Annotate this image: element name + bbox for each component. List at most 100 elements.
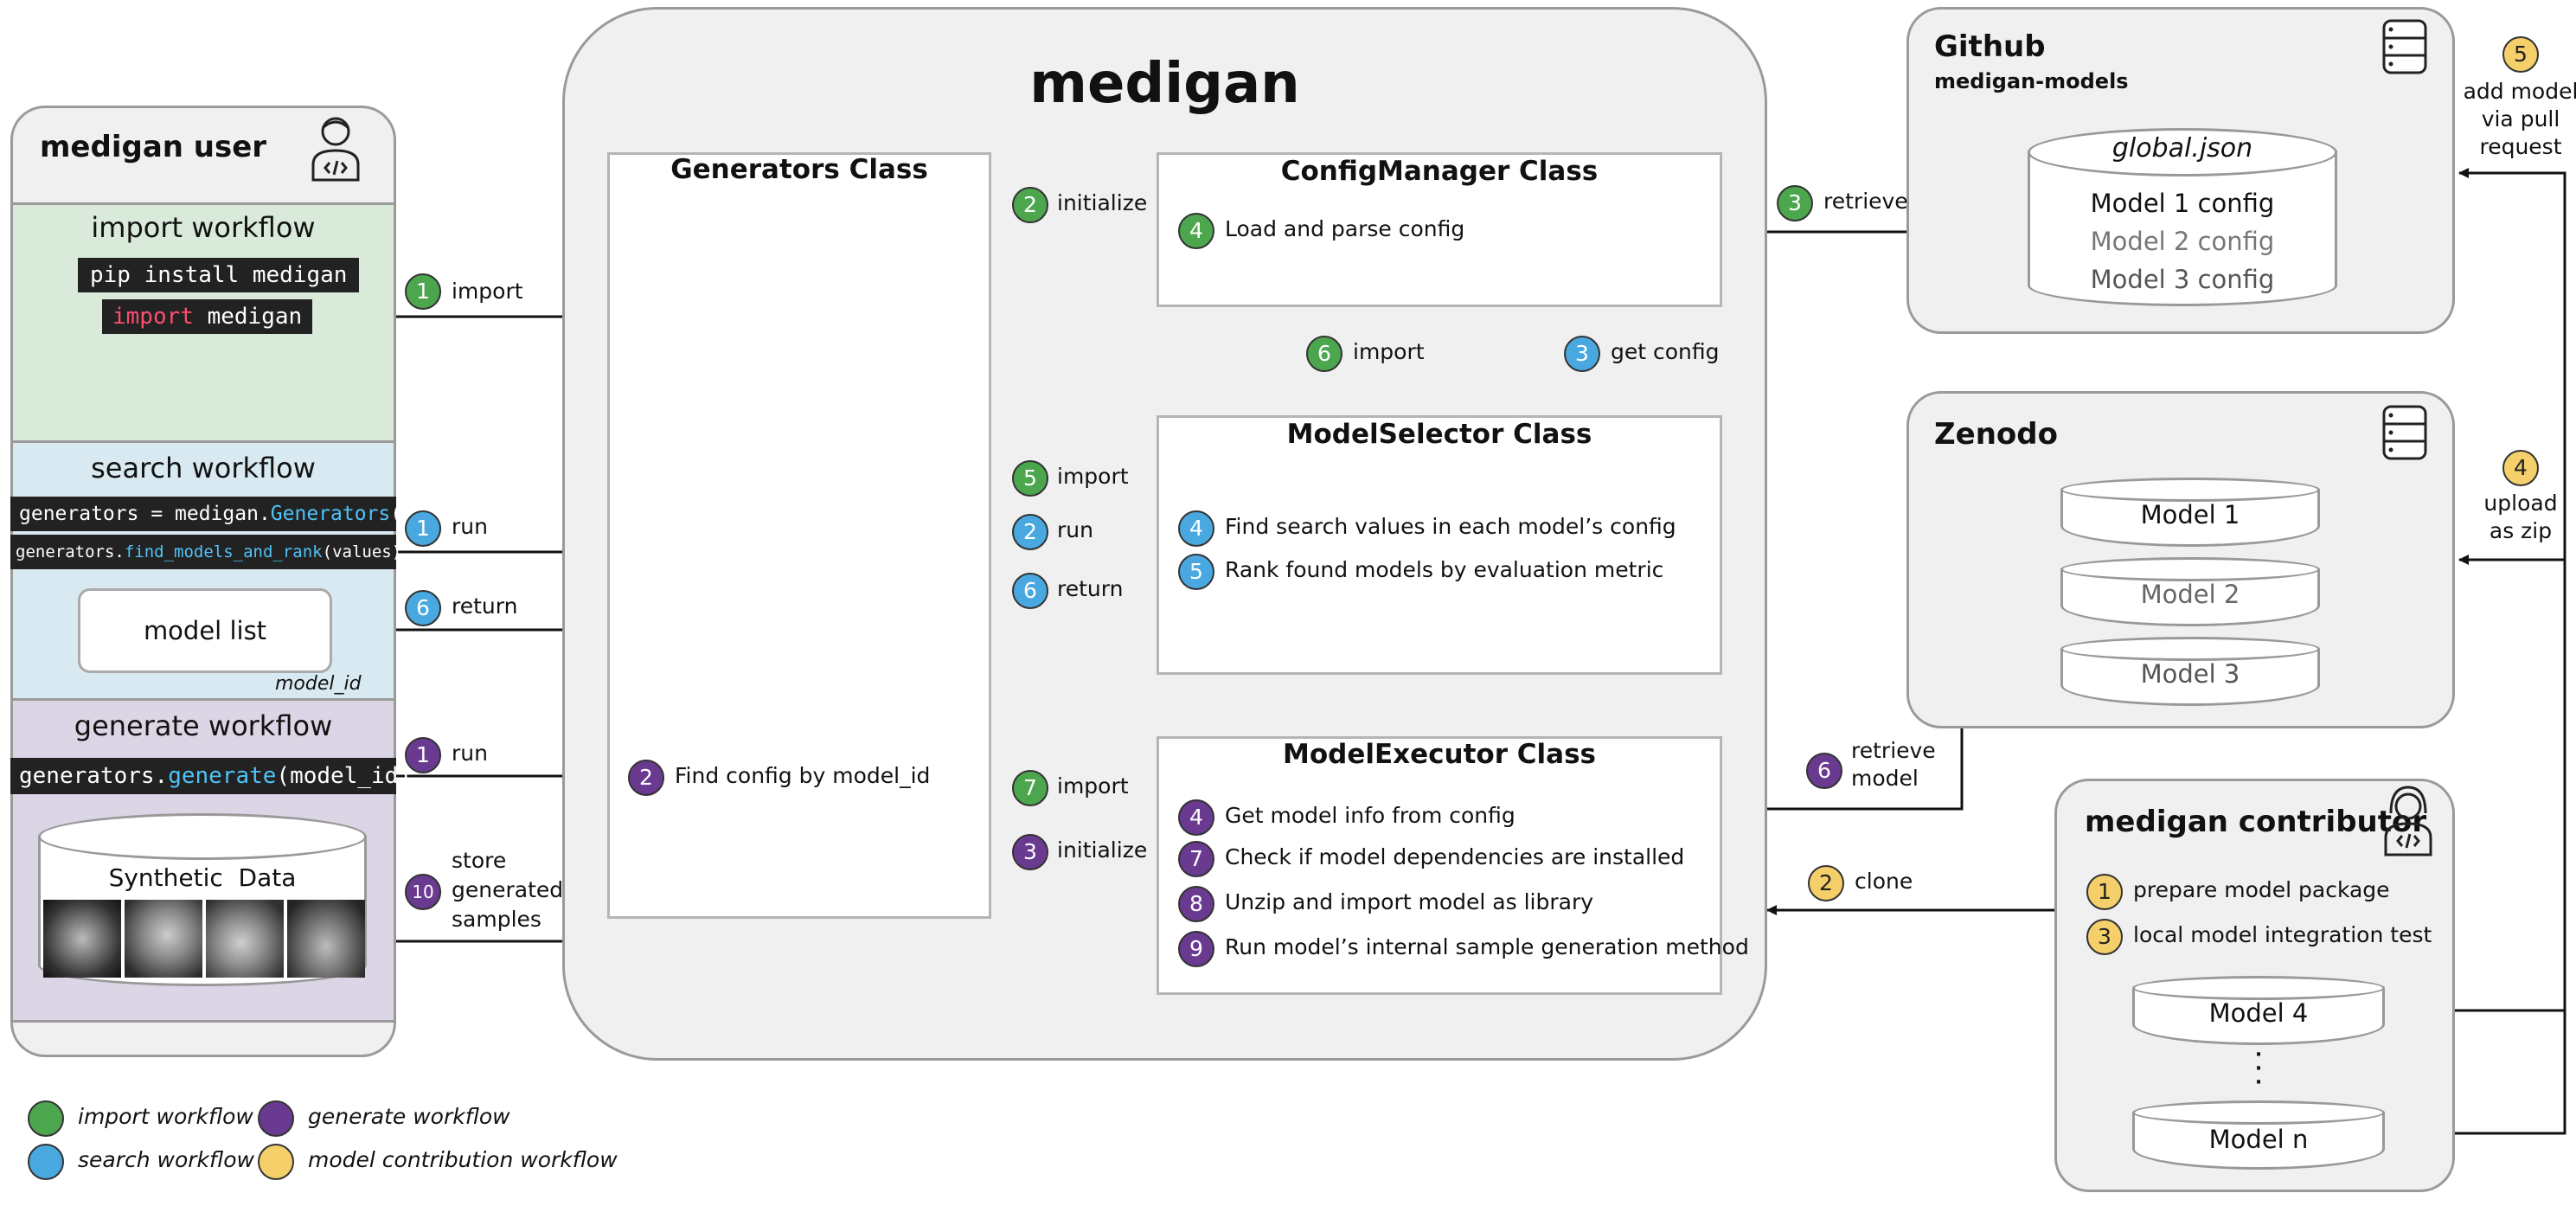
arrow-return-list-badge: 6 [405,590,441,626]
legend-generate-swatch [258,1100,294,1137]
arrow-initialize-executor-badge: 3 [1012,834,1048,870]
arrow-import-executor-label: import [1057,773,1129,799]
arrow-run-selector-badge: 2 [1012,514,1048,550]
arrow-retrieve-config-badge: 3 [1777,185,1813,221]
contributor-model-top [2132,976,2385,1045]
model-selector-box [1157,415,1722,675]
import-workflow-title: import workflow [91,211,316,244]
model-executor-box [1157,736,1722,995]
generate-workflow-title: generate workflow [74,709,333,742]
github-subtitle: medigan-models [1934,69,2129,93]
arrow-get-config-label: get config [1611,339,1720,364]
arrow-return-selector-badge: 6 [1012,573,1048,609]
model-selector-step-badge-1: 4 [1178,510,1214,547]
arrow-upload-zip-badge: 4 [2502,450,2539,486]
synthetic-sample-4 [287,900,365,978]
arrow-up-import-badge: 6 [1306,336,1342,372]
github-config-3: Model 3 config [2090,265,2275,294]
arrow-run-generate-badge: 1 [405,737,441,773]
arrow-import-label: import [452,279,523,304]
main-title: medigan [1029,52,1300,116]
legend-generate-label: generate workflow [308,1104,510,1129]
code-pip-install: pip install medigan [78,258,360,292]
arrow-run-search-badge: 1 [405,510,441,547]
zenodo-model-1-label: Model 1 [2140,500,2240,529]
arrow-initialize-executor-label: initialize [1057,837,1148,863]
arrow-up-import-label: import [1353,339,1425,364]
github-config-2: Model 2 config [2090,227,2275,256]
legend-contribution-swatch [258,1144,294,1180]
zenodo-model-3-label: Model 3 [2140,659,2240,689]
model-list-box[interactable] [78,588,332,673]
legend-search-swatch [28,1144,64,1180]
github-title: Github [1934,29,2046,64]
model-executor-step-text-3: Unzip and import model as library [1225,889,1594,914]
arrow-store-badge: 10 [405,874,441,910]
code-find-models: generators.find_models_and_rank(values) [10,535,401,569]
synthetic-sample-1 [43,900,121,978]
database-icon [2382,405,2427,460]
arrow-pull-request [2383,168,2566,1135]
config-manager-step-badge: 4 [1178,213,1214,249]
contributor-model-bottom-label: Model n [2208,1125,2309,1154]
arrow-retrieve-config-label: retrieve [1823,189,1908,214]
legend-import-label: import workflow [78,1104,253,1129]
code-import-medigan: import medigan [102,299,313,334]
arrow-return-list-label: return [452,593,518,619]
model-selector-title: ModelSelector Class [1286,419,1592,450]
contributor-model-top-label: Model 4 [2208,998,2309,1028]
model-executor-step-badge-2: 7 [1178,841,1214,877]
model-list-label: model list [143,616,267,645]
zenodo-title: Zenodo [1934,417,2058,452]
global-json-label: global.json [2111,133,2253,164]
synthetic-sample-2 [125,900,202,978]
model-executor-step-badge-3: 8 [1178,886,1214,922]
arrow-run-search-label: run [452,514,488,539]
legend-contribution-label: model contribution workflow [308,1147,618,1172]
model-selector-step-badge-2: 5 [1178,554,1214,590]
code-generate: generators.generate(model_id) [10,758,412,794]
search-workflow-title: search workflow [91,452,316,484]
github-config-1: Model 1 config [2090,189,2275,218]
arrow-initialize-config-label: initialize [1057,190,1148,215]
arrow-clone-label: clone [1855,869,1913,894]
generators-class-box [607,152,991,919]
database-icon [2382,19,2427,74]
generators-class-title: Generators Class [670,154,928,185]
global-json-cylinder [2028,128,2337,306]
synthetic-sample-3 [206,900,284,978]
model-executor-step-text-1: Get model info from config [1225,803,1515,828]
model-executor-step-text-2: Check if model dependencies are installe… [1225,844,1685,869]
contributor-step-text-1: prepare model package [2133,877,2390,902]
code-generators-init: generators = medigan.Generators() [10,497,414,531]
synthetic-data-label: Synthetic Data [108,863,297,892]
model-selector-step-text-2: Rank found models by evaluation metric [1225,557,1664,582]
contributor-step-badge-2: 3 [2086,919,2123,955]
legend-search-label: search workflow [78,1147,254,1172]
config-manager-box [1157,152,1722,307]
model-selector-step-text-1: Find search values in each model’s confi… [1225,514,1676,539]
config-manager-step-text: Load and parse config [1225,216,1465,241]
arrow-run-selector-label: run [1057,517,1093,542]
model-executor-step-text-4: Run model’s internal sample generation m… [1225,934,1749,959]
arrow-upload-zip-label: upload as zip [2483,491,2558,543]
arrow-get-config-badge: 3 [1564,336,1600,372]
arrow-run-generate-label: run [452,741,488,766]
contributor-model-bottom [2132,1100,2385,1170]
arrow-import-selector-badge: 5 [1012,460,1048,497]
model-executor-title: ModelExecutor Class [1282,739,1597,770]
zenodo-model-3 [2060,637,2320,706]
model-executor-step-badge-4: 9 [1178,931,1214,967]
arrow-import-selector-label: import [1057,464,1129,489]
developer-icon [311,117,360,182]
contributor-title: medigan contributor [2085,805,2427,839]
generators-step-badge: 2 [628,760,664,796]
contributor-dots: · · · [2254,1044,2263,1094]
arrow-clone-badge: 2 [1808,865,1844,901]
zenodo-model-1 [2060,478,2320,547]
developer-icon [2384,786,2432,856]
user-panel-title: medigan user [40,130,267,164]
arrow-retrieve-model-label: retrieve model [1851,738,1936,791]
zenodo-model-2 [2060,557,2320,626]
arrow-initialize-config-badge: 2 [1012,187,1048,223]
